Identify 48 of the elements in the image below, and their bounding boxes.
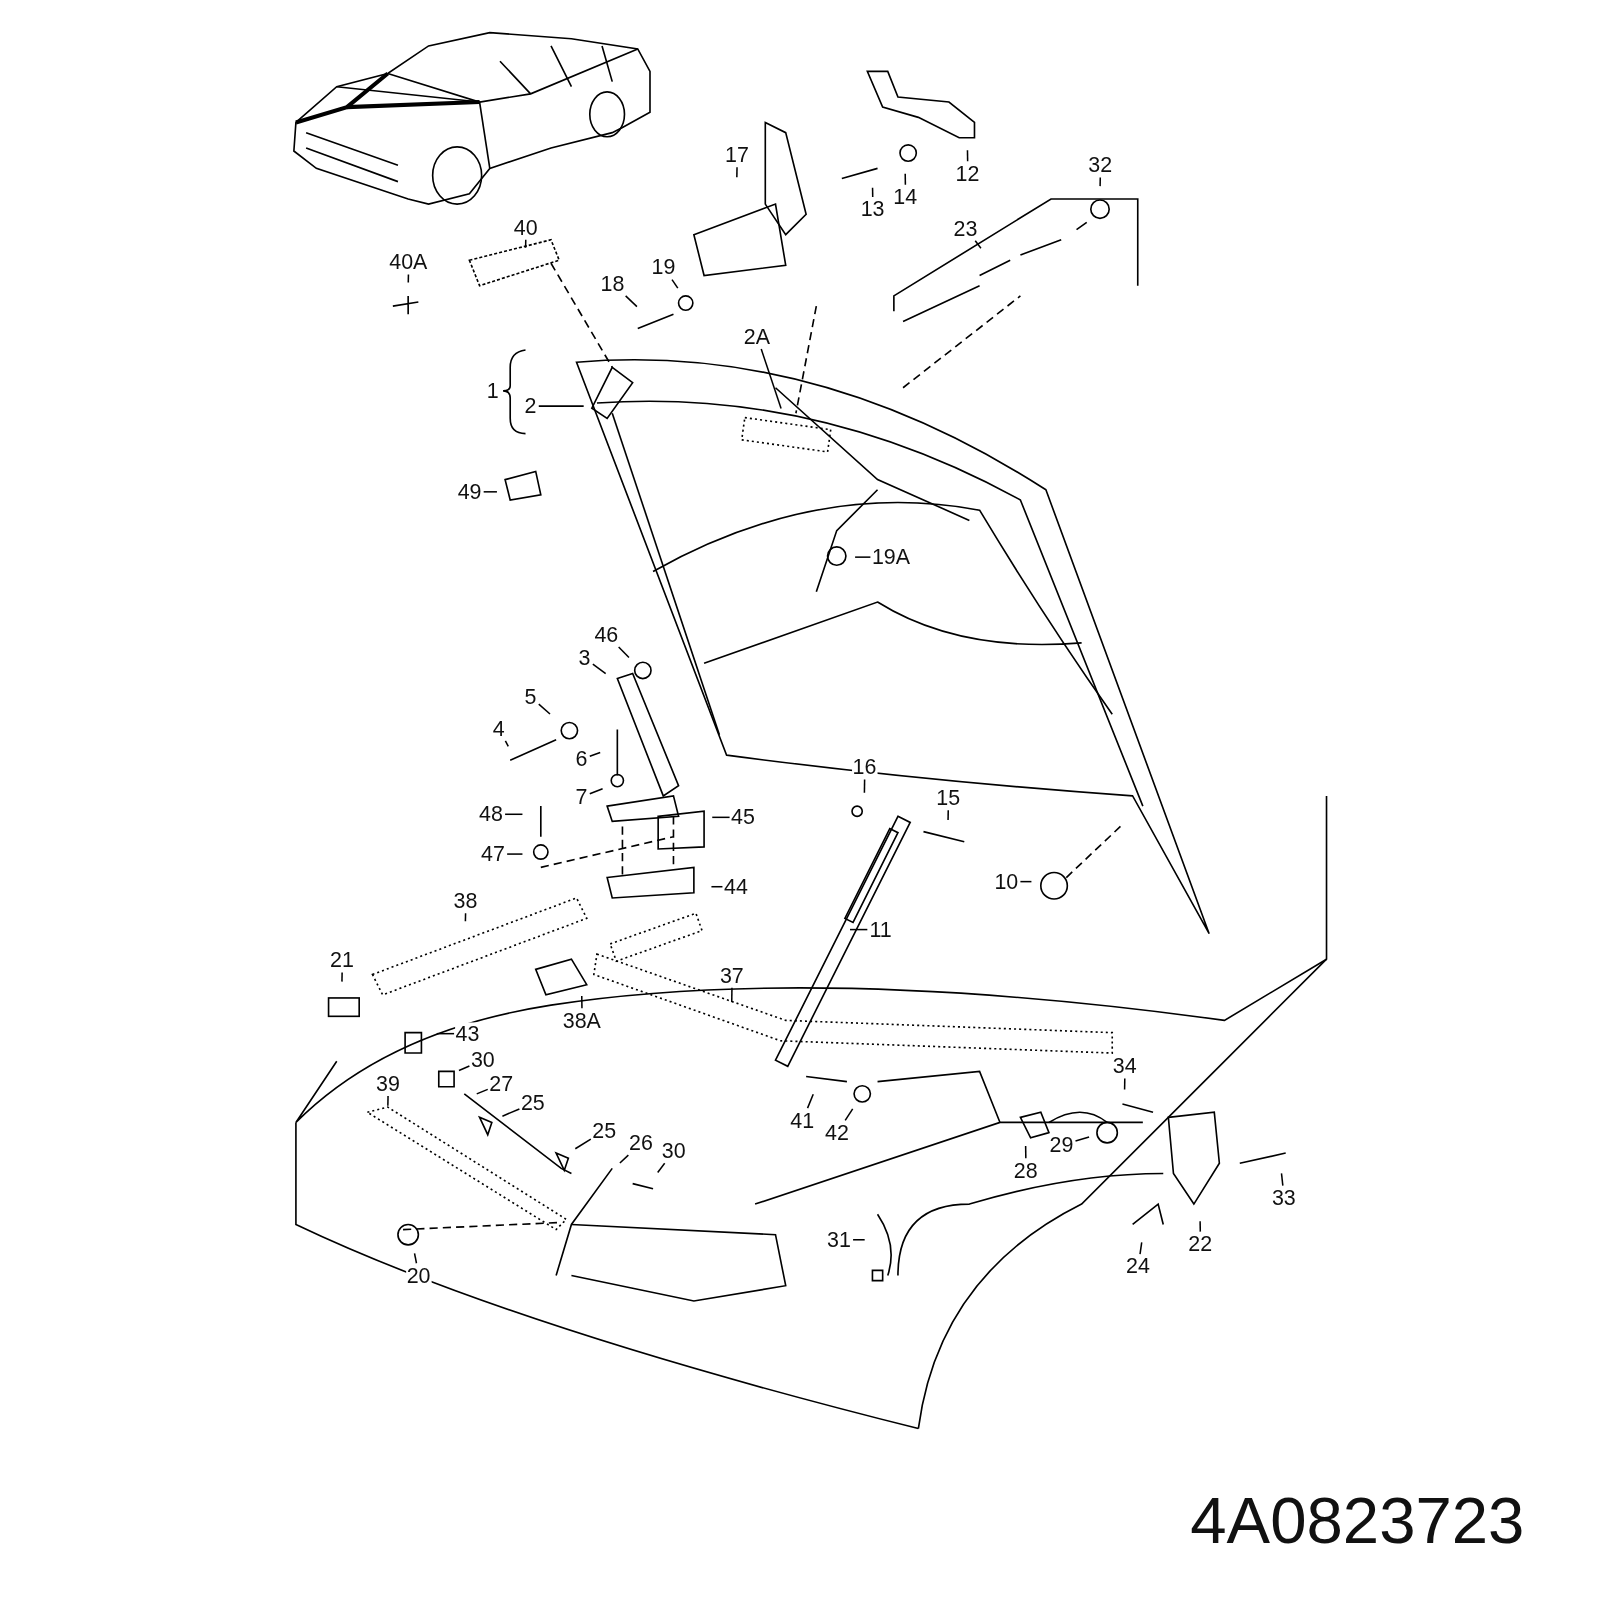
leader-line [1280,1172,1284,1187]
leader-line [501,1108,521,1117]
leader-line [506,853,524,855]
leader-line [387,1095,389,1107]
leader-line [589,751,601,757]
leader-line [871,187,874,198]
leader-line [852,1239,866,1241]
leader-line [854,556,872,558]
leader-line [710,885,724,888]
leader-line [413,1252,418,1265]
leader-line [1099,176,1102,187]
leader-line [711,816,731,819]
leader-line [458,1065,471,1072]
leader-line [538,703,551,715]
leader-line [475,1088,489,1095]
leader-line [671,278,679,289]
leader-line [974,240,982,249]
leader-line [1024,1145,1027,1159]
leader-line [435,1032,455,1035]
leader-line [849,928,869,931]
leader-line [1123,1077,1126,1091]
callout-number: 1 [486,378,499,404]
leader-line [806,1093,814,1109]
leader-line [1139,1241,1143,1255]
leader-line [760,348,782,410]
leader-line [538,405,585,407]
leader-line [904,172,907,186]
leader-line [656,1162,666,1174]
leader-line [619,1154,630,1164]
leader-line [844,1108,854,1122]
leader-line [966,149,969,162]
leader-line [863,778,866,794]
leader-line [524,239,527,249]
leader-line [589,787,604,795]
leader-line [736,166,738,178]
leader-line [581,995,583,1009]
leader-line [574,1138,592,1150]
leader-line [624,295,638,308]
leader-line [482,491,498,493]
leader-line [592,663,607,675]
leader-line [947,809,949,821]
leader-line [504,740,510,748]
leader-line [731,987,733,1003]
leader-line [1074,1136,1090,1142]
leader-line [617,646,630,659]
part-number: 4A0823723 [1190,1482,1525,1559]
leader-line [1199,1220,1202,1233]
leader-line [341,971,343,983]
